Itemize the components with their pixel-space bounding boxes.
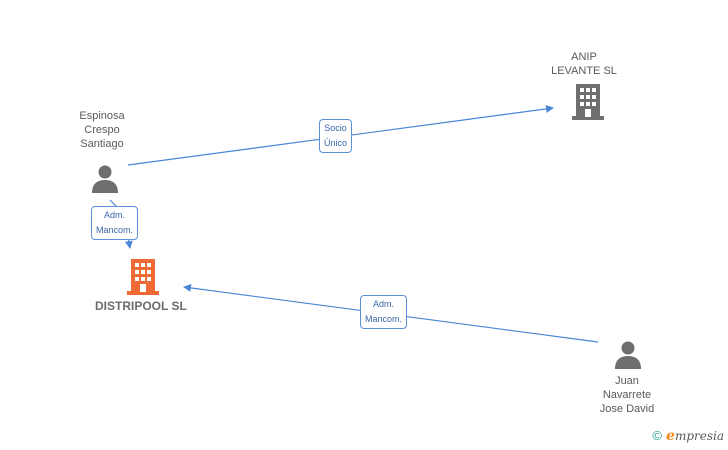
- copyright-icon: ©: [652, 428, 663, 443]
- edge-label-adm-espinosa[interactable]: Adm. Mancom.: [91, 206, 139, 240]
- building-icon-main[interactable]: [127, 259, 159, 295]
- person-icon[interactable]: [90, 163, 120, 193]
- person-icon[interactable]: [613, 339, 643, 369]
- company-label-anip[interactable]: ANIP LEVANTE SL: [551, 51, 617, 77]
- edge-label-adm-juan[interactable]: Adm. Mancom.: [360, 295, 408, 329]
- company-label-distripool[interactable]: DISTRIPOOL SL: [95, 299, 187, 313]
- person-label-juan[interactable]: Juan Navarrete Jose David: [599, 375, 655, 415]
- building-icon[interactable]: [572, 84, 604, 120]
- brand-logo: ©empresia: [652, 428, 724, 444]
- person-label-espinosa[interactable]: Espinosa Crespo Santiago: [79, 110, 125, 150]
- edge-label-socio[interactable]: Socio Único: [319, 119, 353, 153]
